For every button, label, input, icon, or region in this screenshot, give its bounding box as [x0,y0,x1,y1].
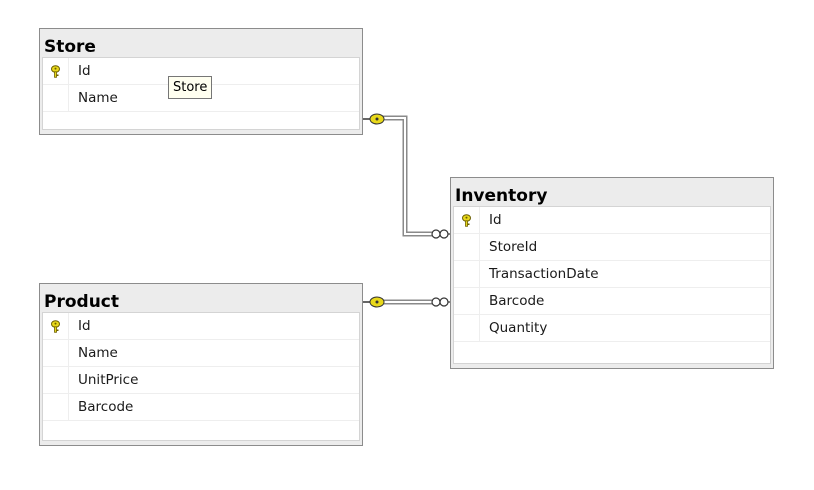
table-store[interactable]: Store Id Name [39,28,363,135]
column-name: TransactionDate [489,266,599,282]
column-row[interactable]: Id [43,313,359,340]
primary-key-cell [43,58,69,84]
column-row[interactable]: Barcode [454,288,770,315]
table-title[interactable]: Inventory [455,186,548,206]
primary-key-cell [43,313,69,339]
key-icon [51,320,60,333]
table-product[interactable]: Product Id Name UnitPrice Barcode [39,283,363,446]
key-cell-empty [454,234,480,260]
column-name: Barcode [78,399,134,415]
table-inventory[interactable]: Inventory Id StoreId TransactionDate Bar… [450,177,774,369]
column-name: Name [78,90,118,106]
primary-key-cell [454,207,480,233]
key-cell-empty [43,340,69,366]
key-icon [363,296,385,308]
column-name: Id [78,318,91,334]
column-row[interactable]: Id [454,207,770,234]
infinity-icon [431,229,452,239]
table-title[interactable]: Store [44,37,96,57]
key-icon [363,113,385,125]
key-icon [462,214,471,227]
column-name: Id [489,212,502,228]
column-list: Id StoreId TransactionDate Barcode Quant… [453,206,771,364]
column-name: UnitPrice [78,372,139,388]
column-name: Barcode [489,293,545,309]
column-row[interactable]: TransactionDate [454,261,770,288]
column-row[interactable]: Quantity [454,315,770,342]
infinity-icon [431,297,452,307]
column-row[interactable]: Barcode [43,394,359,421]
column-name: Quantity [489,320,548,336]
tooltip: Store [168,76,213,99]
key-cell-empty [454,261,480,287]
key-cell-empty [43,367,69,393]
table-title[interactable]: Product [44,292,119,312]
relationship-store-inventory[interactable] [383,115,432,237]
column-name: StoreId [489,239,538,255]
key-cell-empty [43,394,69,420]
column-list: Id Name UnitPrice Barcode [42,312,360,441]
key-cell-empty [454,315,480,341]
column-row[interactable]: StoreId [454,234,770,261]
column-row[interactable]: UnitPrice [43,367,359,394]
column-name: Name [78,345,118,361]
key-cell-empty [454,288,480,314]
key-cell-empty [43,85,69,111]
column-row[interactable]: Name [43,340,359,367]
column-row[interactable]: Name [43,85,359,112]
column-name: Id [78,63,91,79]
key-icon [51,65,60,78]
